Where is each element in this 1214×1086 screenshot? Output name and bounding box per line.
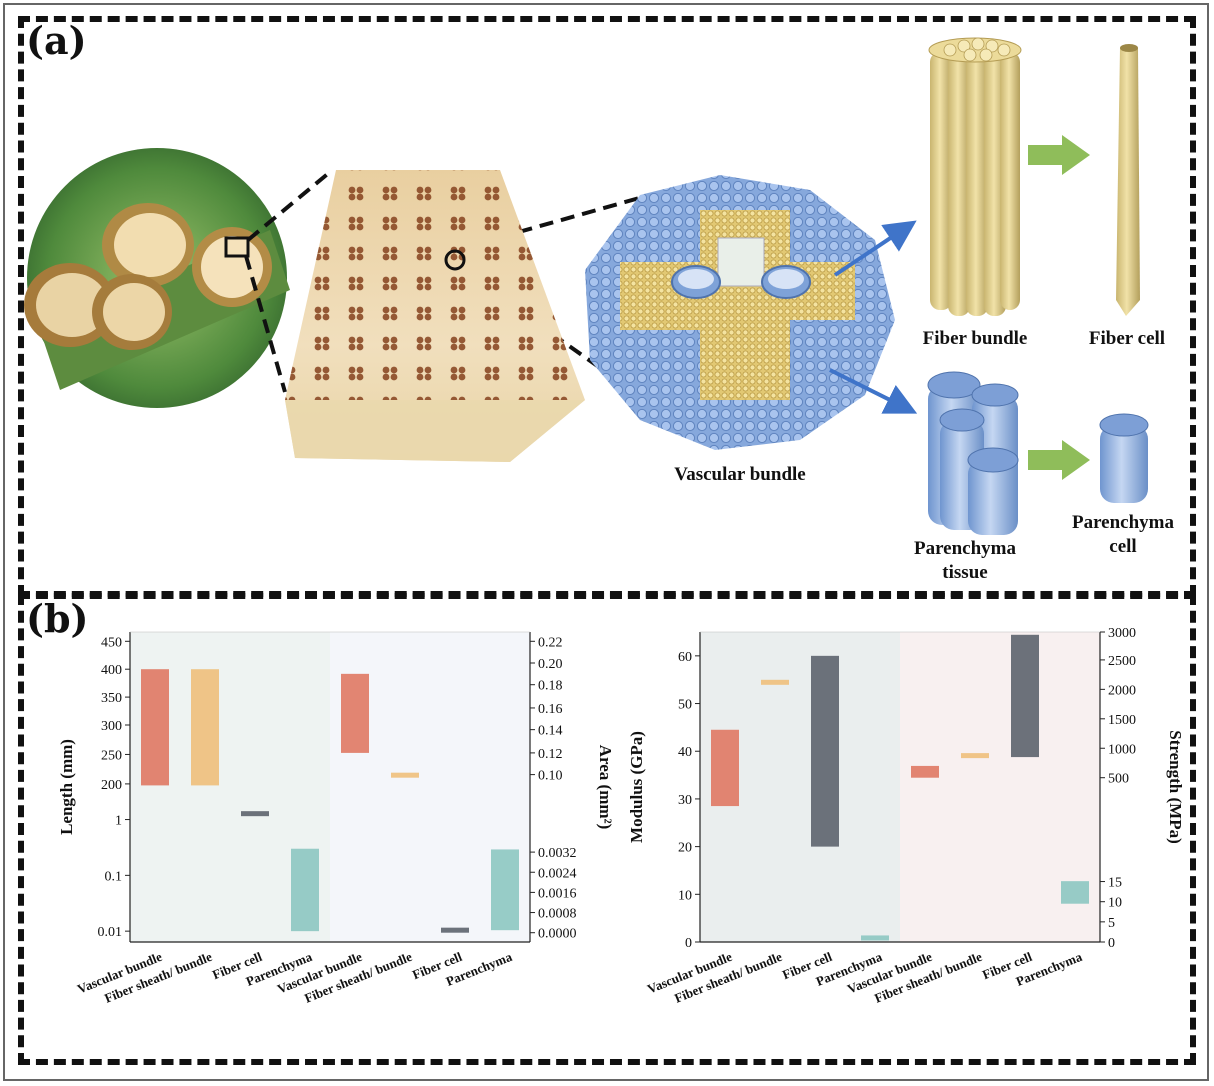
range-bar-3 <box>811 655 839 847</box>
y-tick-label: 0.1 <box>105 869 123 884</box>
y-tick-label: 10 <box>678 888 692 903</box>
arrow-parenchyma-tissue-to-cell <box>1028 440 1090 480</box>
panel-b-frame <box>18 593 1196 1065</box>
range-bar-4 <box>861 935 889 941</box>
y-axis-title: Modulus (GPa) <box>627 731 646 843</box>
panel-b-label: (b) <box>26 596 89 641</box>
y2-tick-label: 1500 <box>1108 713 1136 728</box>
range-bar-6 <box>391 772 419 778</box>
label-parenchyma-cell-1: Parenchyma <box>1071 512 1175 533</box>
y2-axis-title: Area (mm²) <box>596 745 615 830</box>
figure-frame <box>3 3 1209 1081</box>
y2-tick-label: 0.0032 <box>538 846 577 861</box>
panel-a-label: (a) <box>26 18 87 63</box>
y2-tick-label: 0.0000 <box>538 927 577 942</box>
modulus-strength-chart: 0 10 20 30 40 50 60 0 5 10 15 500 1000 1500 2000 2500 30… <box>627 626 1185 1006</box>
y-tick-label: 1 <box>115 814 122 829</box>
range-bar-2 <box>761 679 789 685</box>
label-fiber-cell: Fiber cell <box>1088 328 1166 349</box>
arrow-fiber-bundle-to-cell <box>1028 135 1090 175</box>
y-tick-label: 50 <box>678 698 692 713</box>
length-area-chart: 0.01 0.1 1 200 250 300 350 400 450 0.0000 0.0008 0.… <box>57 631 615 1006</box>
y-tick-label: 0.01 <box>98 925 123 940</box>
bamboo-hierarchy-schematic <box>24 37 1149 535</box>
y2-tick-label: 0.14 <box>538 724 563 739</box>
y2-tick-label: 0.0016 <box>538 886 577 901</box>
fiber-cell-model <box>1116 44 1140 316</box>
y-axis-title: Length (mm) <box>57 739 76 835</box>
y2-tick-label: 3000 <box>1108 626 1136 641</box>
bamboo-cross-section <box>285 170 585 462</box>
y-tick-label: 300 <box>101 719 122 734</box>
parenchyma-cell-model <box>1099 413 1149 503</box>
fiber-bundle-model <box>928 37 1022 316</box>
y-tick-label: 0 <box>685 936 692 951</box>
label-parenchyma-cell-2: cell <box>1109 536 1137 557</box>
y2-tick-label: 0.12 <box>538 747 563 762</box>
range-bar-2 <box>191 669 219 786</box>
range-bar-5 <box>341 673 369 753</box>
y-tick-label: 400 <box>101 663 122 678</box>
y-tick-label: 450 <box>101 635 122 650</box>
label-fiber-bundle: Fiber bundle <box>922 328 1028 349</box>
y-tick-label: 20 <box>678 841 692 856</box>
bamboo-photo <box>24 148 290 408</box>
label-parenchyma-tissue-1: Parenchyma <box>913 538 1017 559</box>
vascular-bundle-model <box>585 175 895 450</box>
range-bar-7 <box>441 927 469 933</box>
y-tick-label: 350 <box>101 691 122 706</box>
y-tick-label: 30 <box>678 793 692 808</box>
range-bar-6 <box>961 753 989 759</box>
y2-tick-label: 10 <box>1108 896 1122 911</box>
y2-tick-label: 2000 <box>1108 683 1136 698</box>
y-tick-label: 40 <box>678 745 692 760</box>
y-tick-label: 250 <box>101 748 122 763</box>
range-bar-8 <box>491 849 519 931</box>
y2-tick-label: 1000 <box>1108 742 1136 757</box>
y2-tick-label: 5 <box>1108 916 1115 931</box>
y2-tick-label: 0.22 <box>538 635 563 650</box>
y2-tick-label: 0.0008 <box>538 907 577 922</box>
y2-tick-label: 0.10 <box>538 769 563 784</box>
label-parenchyma-tissue-2: tissue <box>942 562 988 583</box>
y2-axis-title: Strength (MPa) <box>1166 730 1185 843</box>
range-bar-3 <box>241 811 269 817</box>
y-tick-label: 200 <box>101 778 122 793</box>
range-bar-1 <box>711 729 739 807</box>
range-bar-4 <box>291 848 319 932</box>
y2-tick-label: 15 <box>1108 876 1122 891</box>
y2-tick-label: 2500 <box>1108 654 1136 669</box>
arrow-to-fiber-bundle <box>833 220 917 277</box>
range-bar-8 <box>1061 881 1089 904</box>
y2-tick-label: 500 <box>1108 772 1129 787</box>
y2-tick-label: 0.18 <box>538 679 563 694</box>
y-tick-label: 60 <box>678 650 692 665</box>
range-bar-1 <box>141 669 169 786</box>
label-vascular-bundle: Vascular bundle <box>674 464 806 485</box>
y2-tick-label: 0.20 <box>538 657 563 672</box>
y2-tick-label: 0 <box>1108 936 1115 951</box>
y2-tick-label: 0.0024 <box>538 866 577 881</box>
range-bar-7 <box>1011 634 1039 758</box>
arrow-to-parenchyma-tissue <box>829 368 918 414</box>
parenchyma-tissue-model <box>927 371 1019 535</box>
y2-tick-label: 0.16 <box>538 702 563 717</box>
range-bar-5 <box>911 765 939 778</box>
